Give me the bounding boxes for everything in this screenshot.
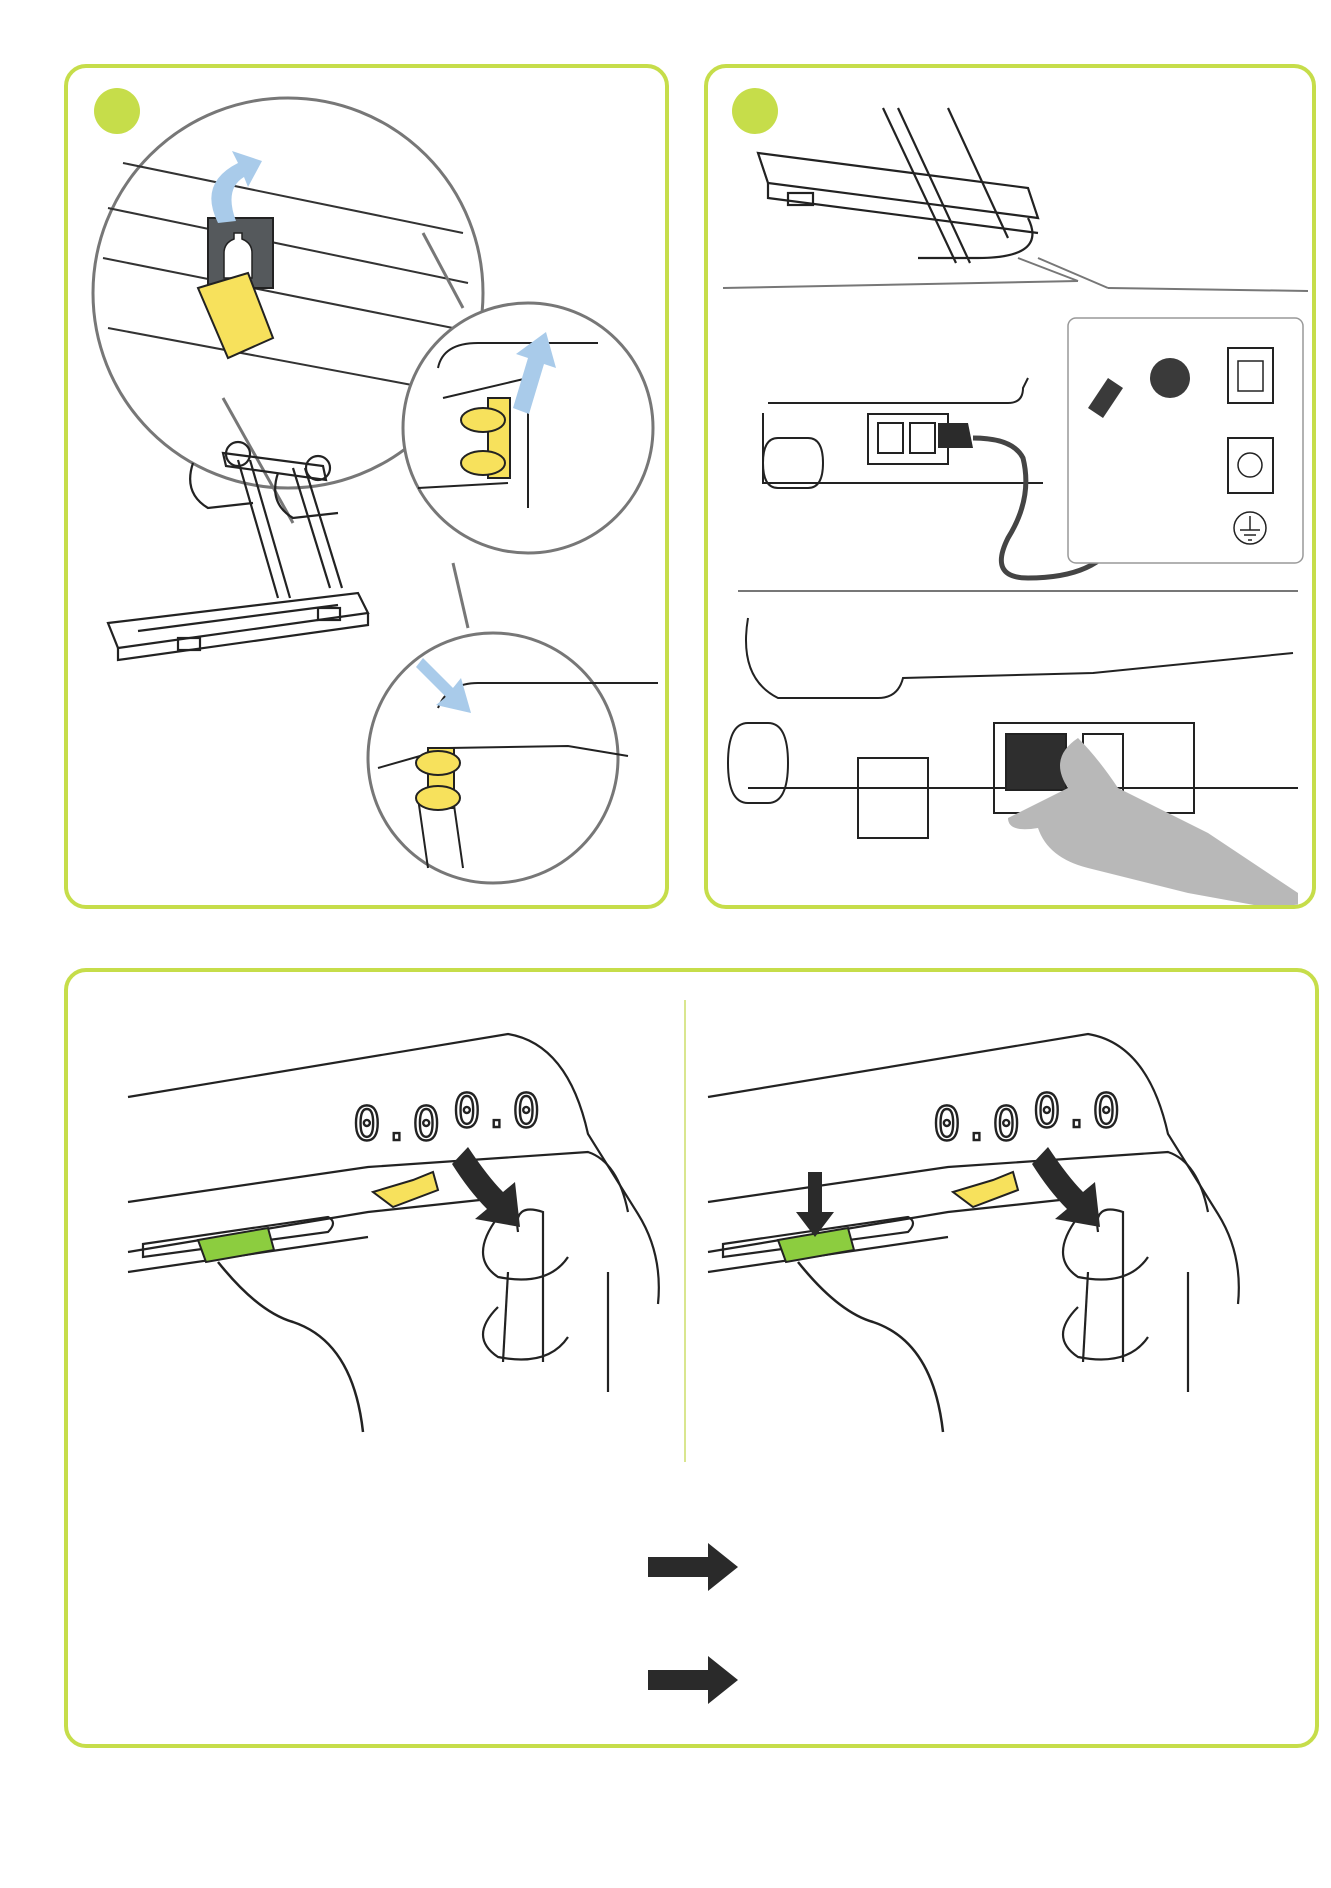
zoom-circle-clip-up [403, 303, 653, 553]
yellow-button-right [953, 1172, 1018, 1207]
power-switch-icon [878, 423, 903, 453]
console-right [708, 1034, 1239, 1392]
safety-key-left [198, 1228, 274, 1262]
zoom-circle-clip-down [368, 633, 658, 883]
yellow-button-left [373, 1172, 438, 1207]
key-cord-right [798, 1262, 943, 1432]
key-cord-left [218, 1262, 363, 1432]
panel-step-2 [704, 64, 1316, 909]
panel-safety-key: 0.0 0.0 0.0 0.0 [64, 968, 1319, 1748]
console-left [128, 1034, 659, 1392]
speed-readout-right: 0.0 [933, 1097, 1022, 1151]
incline-readout-right: 0.0 [1033, 1084, 1122, 1138]
adapter-icon [1150, 358, 1190, 398]
clip-install-illustration [68, 68, 669, 909]
panel-step-1 [64, 64, 669, 909]
safety-key-illustration: 0.0 0.0 0.0 0.0 [68, 972, 1319, 1748]
power-plug-icon [938, 423, 973, 448]
power-connection-illustration [708, 68, 1316, 909]
socket-icon [1228, 348, 1273, 403]
incline-readout-left: 0.0 [453, 1084, 542, 1138]
speed-readout-left: 0.0 [353, 1097, 442, 1151]
down-arrow-icon [796, 1172, 834, 1237]
treadmill-deck [758, 108, 1038, 263]
arrow-right-icon-2 [648, 1656, 738, 1704]
switch-detail [728, 618, 1298, 838]
arrow-right-icon [648, 1543, 738, 1591]
socket-icon-2 [1228, 438, 1273, 493]
power-socket-area [763, 378, 1043, 488]
